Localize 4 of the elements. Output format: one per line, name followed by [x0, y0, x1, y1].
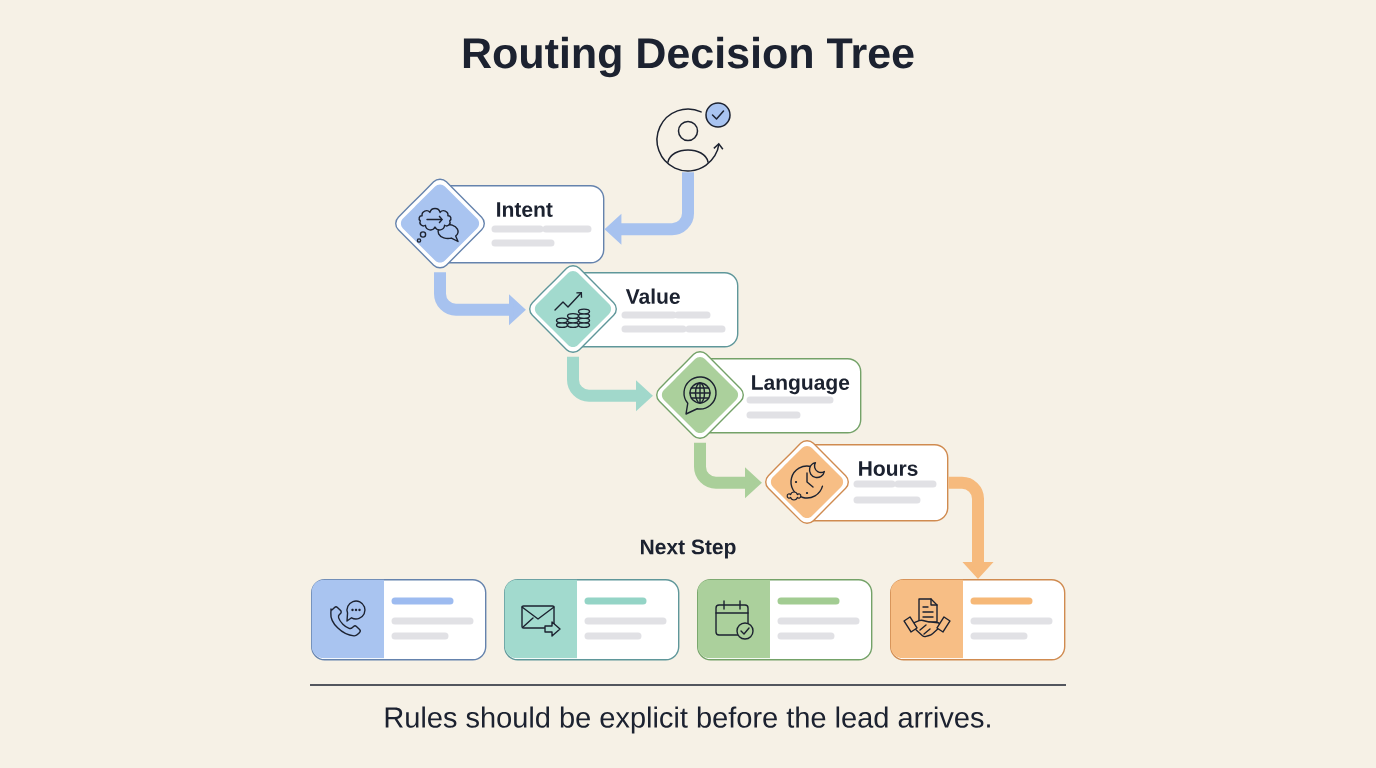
person-check-icon	[656, 102, 731, 172]
caption: Rules should be explicit before the lead arrives.	[385, 706, 990, 734]
title: Routing Decision Tree	[463, 36, 914, 78]
section-heading: Next Step	[641, 539, 736, 559]
